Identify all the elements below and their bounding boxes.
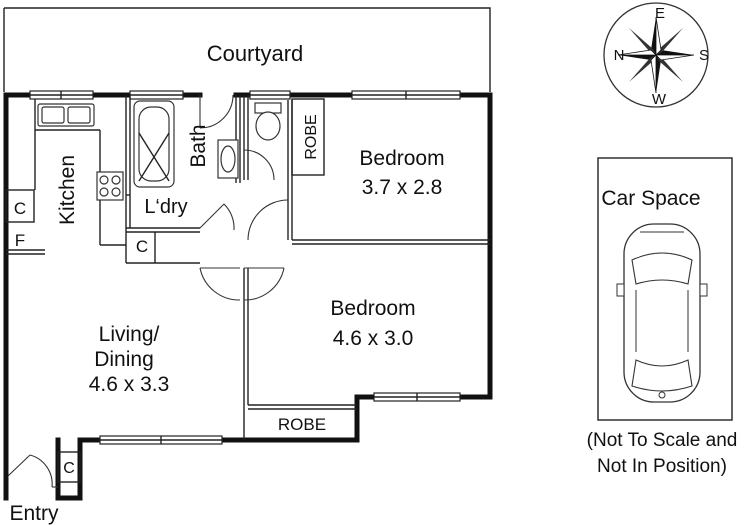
- bedroom2-window: [373, 392, 461, 402]
- laundry-door: [199, 203, 235, 231]
- kitchen-label: Kitchen: [56, 155, 79, 225]
- living-size: 4.6 x 3.3: [89, 373, 170, 396]
- living-window: [99, 435, 223, 445]
- bedroom1-size: 3.7 x 2.8: [362, 176, 443, 199]
- wc-window: [249, 90, 291, 100]
- kitchen-window: [29, 90, 94, 100]
- bath-door: [243, 149, 275, 181]
- compass-rose-icon: [617, 16, 695, 94]
- toilet: [254, 102, 282, 141]
- kitchen-cupboard-label: C: [14, 199, 26, 218]
- bath-window: [129, 90, 184, 100]
- entry-cupboard-label: C: [63, 460, 75, 477]
- entry-label: Entry: [9, 502, 59, 525]
- living-door: [199, 267, 241, 301]
- car-icon: [616, 223, 708, 403]
- room-labels: Kitchen Bath L‘dry ROBE Bedroom 3.7 x 2.…: [9, 114, 444, 525]
- car-space-note-line2: Not In Position): [597, 456, 727, 477]
- basin: [217, 139, 239, 179]
- kitchen-sink: [37, 103, 95, 127]
- doors: [7, 94, 289, 488]
- bedroom1-window: [351, 90, 461, 100]
- compass: E W N S: [603, 2, 709, 108]
- windows: [29, 90, 461, 445]
- bath-label: Bath: [187, 124, 210, 167]
- compass-west: W: [652, 91, 667, 108]
- bedroom1-door: [247, 199, 289, 241]
- courtyard-label: Courtyard: [207, 41, 304, 66]
- courtyard-door: [199, 94, 234, 129]
- living-name-line2: Dining: [94, 348, 154, 371]
- laundry-cupboard-label: C: [136, 237, 148, 256]
- courtyard-area: Courtyard: [3, 7, 491, 92]
- living-name-line1: Living/: [99, 323, 160, 346]
- car-space: Car Space: [597, 157, 733, 421]
- bedroom2-door: [243, 267, 285, 301]
- bedroom1-name: Bedroom: [359, 147, 444, 170]
- fixtures: [37, 100, 282, 201]
- compass-north: N: [614, 47, 625, 64]
- bathtub: [133, 100, 175, 188]
- entry-door: [7, 454, 58, 488]
- bedroom2-name: Bedroom: [330, 297, 415, 320]
- fridge-label: F: [15, 231, 25, 250]
- compass-east: E: [655, 5, 665, 22]
- robe-bottom-label: ROBE: [278, 415, 326, 434]
- car-space-title: Car Space: [601, 187, 700, 210]
- car-space-note-line1: (Not To Scale and: [587, 430, 738, 451]
- cooktop: [96, 171, 124, 201]
- robe-top-label: ROBE: [303, 114, 320, 159]
- bedroom2-size: 4.6 x 3.0: [333, 327, 414, 350]
- laundry-label: L‘dry: [144, 196, 187, 218]
- compass-south: S: [699, 47, 709, 64]
- interior-walls: [5, 95, 490, 483]
